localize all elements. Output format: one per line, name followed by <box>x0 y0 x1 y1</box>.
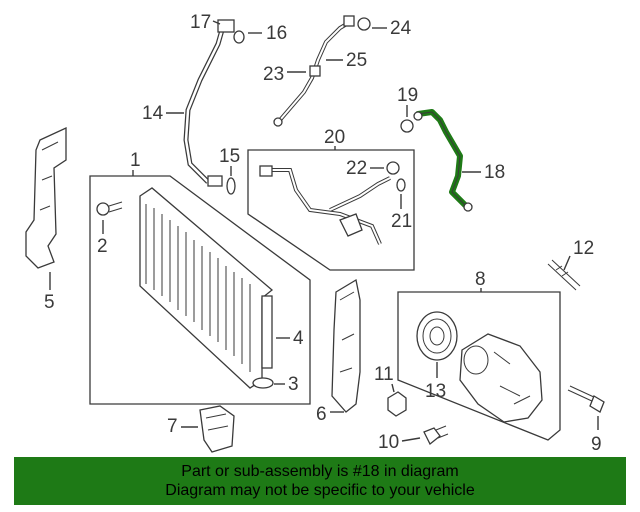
condenser[interactable] <box>139 187 274 389</box>
parts-diagram: 1 2 3 4 5 6 7 8 13 9 <box>25 12 605 455</box>
callout-12: 12 <box>573 238 594 259</box>
callout-9: 9 <box>591 434 602 455</box>
callout-16: 16 <box>266 23 287 44</box>
condenser-o-ring[interactable] <box>252 377 274 389</box>
callout-20: 20 <box>324 127 345 148</box>
condenser-group-box <box>89 175 311 405</box>
callout-18: 18 <box>484 162 505 183</box>
air-guide-right[interactable] <box>331 278 361 413</box>
mounting-stud[interactable] <box>547 259 581 291</box>
compressor-group-box <box>397 291 561 441</box>
pipe-group-box <box>247 149 415 271</box>
callout-23: 23 <box>263 64 284 85</box>
o-ring-16[interactable] <box>233 30 245 44</box>
liquid-pipe[interactable] <box>273 15 355 127</box>
callout-10: 10 <box>378 432 399 453</box>
compressor[interactable] <box>459 333 543 423</box>
callout-2: 2 <box>97 236 108 257</box>
callout-21: 21 <box>391 211 412 232</box>
sealing-cap[interactable] <box>387 391 407 417</box>
o-ring-19[interactable] <box>400 119 414 133</box>
pressure-sensor-bracket[interactable] <box>199 405 235 453</box>
compressor-clutch-pulley[interactable] <box>416 311 458 361</box>
callout-4: 4 <box>293 328 304 349</box>
callout-19: 19 <box>397 85 418 106</box>
callout-1: 1 <box>130 150 141 171</box>
callout-3: 3 <box>288 374 299 395</box>
discharge-hose[interactable] <box>183 19 235 187</box>
o-ring-22[interactable] <box>386 161 400 175</box>
callout-22: 22 <box>346 158 367 179</box>
callout-7: 7 <box>167 416 178 437</box>
banner-line-1: Part or sub-assembly is #18 in diagram <box>181 463 459 480</box>
cooler-pipe-assembly[interactable] <box>259 165 391 245</box>
callout-15: 15 <box>219 146 240 167</box>
callout-24: 24 <box>390 18 412 39</box>
bracket-bolt[interactable] <box>423 425 449 446</box>
callout-5: 5 <box>44 292 55 313</box>
callout-6: 6 <box>316 404 327 425</box>
callout-8: 8 <box>475 269 486 290</box>
o-ring-21[interactable] <box>396 178 406 192</box>
condenser-bolt[interactable] <box>96 201 123 216</box>
part-notice-banner: Part or sub-assembly is #18 in diagram D… <box>14 457 626 505</box>
callout-13: 13 <box>425 381 446 402</box>
o-ring-15[interactable] <box>226 177 236 195</box>
compressor-bolt[interactable] <box>567 385 605 413</box>
banner-line-2: Diagram may not be specific to your vehi… <box>165 482 475 499</box>
callout-25: 25 <box>346 50 367 71</box>
air-guide-left[interactable] <box>25 126 67 269</box>
callout-14: 14 <box>142 103 164 124</box>
o-ring-24[interactable] <box>357 17 371 31</box>
suction-hose-highlighted[interactable] <box>413 109 473 212</box>
callout-11: 11 <box>374 364 394 385</box>
callout-17: 17 <box>190 12 211 33</box>
